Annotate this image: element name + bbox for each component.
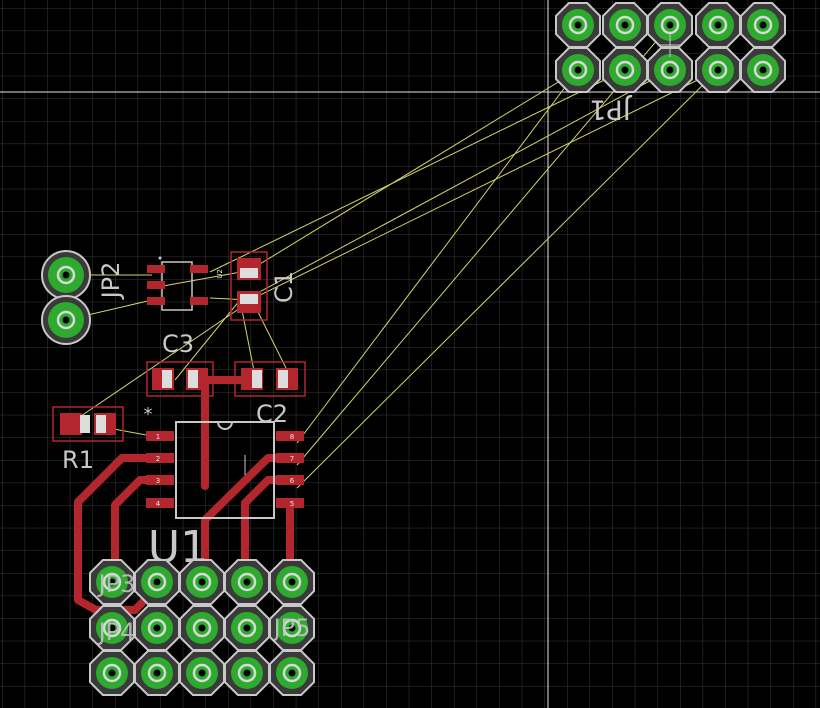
u1-pin-number: 4 [156,500,161,508]
u1-pad-4[interactable] [146,498,174,508]
u1-pin-number: 5 [290,500,294,508]
u1-pin1-marker: * [144,404,153,425]
bottom-header-pad-4-1[interactable] [224,559,270,605]
jp1-pad-1-1[interactable] [555,2,601,48]
label-jp4: JP4 [97,618,136,646]
jp2-pad-2[interactable] [41,295,91,345]
label-jp3: JP3 [97,570,136,598]
u1-pad-3[interactable] [146,475,174,485]
u1-pad-7[interactable] [276,453,304,463]
label-c1: C1 [270,271,298,303]
bottom-header-pad-3-3[interactable] [179,650,225,696]
label-jp5: JP5 [272,614,311,642]
bottom-header-pad-4-3[interactable] [224,650,270,696]
u1-pin-number: 7 [290,455,294,463]
jp1-pad-4-1[interactable] [695,2,741,48]
resistor-r1[interactable] [52,406,124,442]
bottom-header-pad-5-3[interactable] [269,650,315,696]
u1-pin-number: 1 [156,433,160,441]
jp1-pad-3-2[interactable] [647,47,693,93]
capacitor-c2[interactable] [234,361,306,397]
jp1-pad-2-1[interactable] [602,2,648,48]
u1-pad-1[interactable] [146,431,174,441]
jp2-pad-1[interactable] [41,250,91,300]
u1-pad-6[interactable] [276,475,304,485]
airwires [65,24,719,489]
jp1-pad-5-2[interactable] [740,47,786,93]
bottom-header-pad-3-2[interactable] [179,605,225,651]
bottom-header-pad-5-1[interactable] [269,559,315,605]
u1-pin-number: 2 [156,455,160,463]
ic-u1[interactable]: 1 2 3 4 8 7 6 5 [146,421,304,519]
bottom-header-pad-2-1[interactable] [134,559,180,605]
label-u2: U2 [216,269,224,279]
bottom-header-pad-2-2[interactable] [134,605,180,651]
bottom-header-pad-1-1[interactable] [89,559,135,605]
bottom-header-pad-4-2[interactable] [224,605,270,651]
bottom-header-pad-1-3[interactable] [89,650,135,696]
u1-pad-2[interactable] [146,453,174,463]
label-c3: C3 [162,330,194,358]
u1-pin-number: 6 [290,477,295,485]
bottom-header-pad-2-3[interactable] [134,650,180,696]
u1-pad-5[interactable] [276,498,304,508]
ic-u2[interactable]: U2 [147,256,224,311]
header-bottom[interactable] [89,559,315,696]
jp1-pad-5-1[interactable] [740,2,786,48]
u1-pin-number: 8 [290,433,294,441]
bottom-header-pad-3-1[interactable] [179,559,225,605]
u1-pin-number: 3 [156,477,160,485]
jp1-pad-3-1[interactable] [647,2,693,48]
label-jp2: JP2 [97,262,125,301]
label-c2: C2 [256,400,288,428]
header-jp2[interactable] [41,250,91,345]
label-r1: R1 [62,446,94,474]
jp1-pad-1-2[interactable] [555,47,601,93]
label-jp1: JP1 [589,94,632,125]
jp1-pad-2-2[interactable] [602,47,648,93]
jp1-pad-4-2[interactable] [695,47,741,93]
capacitor-c3[interactable] [146,361,214,397]
header-jp1[interactable] [555,2,786,93]
capacitor-c1[interactable] [230,251,268,321]
u1-pad-8[interactable] [276,431,304,441]
